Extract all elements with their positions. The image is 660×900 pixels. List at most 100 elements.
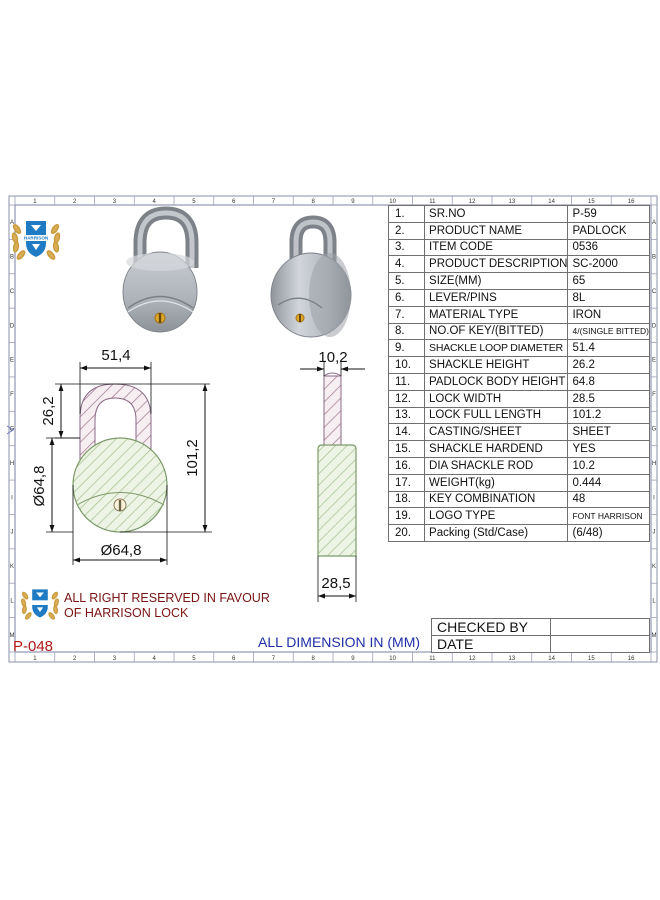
date-label: DATE <box>431 635 551 653</box>
row-label: I <box>653 495 655 501</box>
spec-number: 10. <box>387 356 426 374</box>
column-label: 14 <box>548 656 555 662</box>
signoff-table: CHECKED BY DATE <box>431 618 650 653</box>
spec-name: LOGO TYPE <box>424 507 569 526</box>
body-side-section <box>317 444 357 557</box>
spec-value: PADLOCK <box>567 221 650 240</box>
rights-line-2: OF HARRISON LOCK <box>64 606 189 620</box>
column-label: 5 <box>192 199 196 205</box>
spec-number: 20. <box>387 524 426 542</box>
column-label: 7 <box>272 656 276 662</box>
spec-name: ITEM CODE <box>424 238 569 257</box>
spec-row: 20.Packing (Std/Case)(6/48) <box>387 524 650 542</box>
spec-row: 8.NO.OF KEY/(BITTED)4/(SINGLE BITTED) <box>387 322 650 341</box>
row-label: M <box>10 633 15 639</box>
spec-name: DIA SHACKLE ROD <box>424 456 569 475</box>
front-view-drawing: 51,4 26,2 Ø64,8 101,2 Ø64,8 <box>31 347 212 565</box>
row-label: E <box>10 358 14 364</box>
rights-notice: ALL RIGHT RESERVED IN FAVOUR OF HARRISON… <box>64 591 270 621</box>
spec-name: CASTING/SHEET <box>424 423 569 442</box>
spec-number: 6. <box>387 288 426 307</box>
spec-name: PRODUCT NAME <box>424 221 569 240</box>
row-label: M <box>652 633 657 639</box>
row-label: G <box>652 427 657 433</box>
spec-name: SHACKLE HEIGHT <box>424 356 569 374</box>
spec-value: 51.4 <box>567 339 650 358</box>
row-label: K <box>10 564 14 570</box>
column-label: 2 <box>73 199 77 205</box>
spec-name: PADLOCK BODY HEIGHT <box>424 372 569 391</box>
spec-name: LEVER/PINS <box>424 288 569 307</box>
spec-value: (6/48) <box>567 524 650 542</box>
checked-by-label: CHECKED BY <box>431 618 551 636</box>
side-view-drawing: 10,2 28,5 <box>300 349 365 602</box>
body-section <box>72 437 168 533</box>
row-label: B <box>652 255 656 261</box>
spec-number: 12. <box>387 389 426 408</box>
padlock-render-front <box>122 206 199 333</box>
row-label: J <box>11 530 14 536</box>
spec-name: SR.NO <box>424 205 569 223</box>
spec-value: 0.444 <box>567 473 650 492</box>
units-note: ALL DIMENSION IN (MM) <box>258 634 421 650</box>
row-label: B <box>10 255 14 261</box>
dim-lock-width: 28,5 <box>321 575 350 592</box>
column-label: 15 <box>588 656 595 662</box>
row-label: K <box>652 564 656 570</box>
spec-value: SC-2000 <box>567 255 650 274</box>
column-label: 9 <box>351 656 355 662</box>
spec-number: 3. <box>387 238 426 257</box>
spec-value: 4/(SINGLE BITTED) <box>567 322 650 341</box>
spec-number: 13. <box>387 406 426 425</box>
column-label: 3 <box>113 199 117 205</box>
spec-name: SIZE(MM) <box>424 272 569 290</box>
spec-value: IRON <box>567 305 650 324</box>
row-label: D <box>10 323 15 329</box>
spec-value: 10.2 <box>567 456 650 475</box>
column-label: 4 <box>152 656 156 662</box>
column-label: 13 <box>509 199 516 205</box>
column-label: 16 <box>628 656 635 662</box>
spec-number: 5. <box>387 272 426 290</box>
spec-row: 17.WEIGHT(kg)0.444 <box>387 473 650 492</box>
row-label: I <box>11 495 13 501</box>
row-label: A <box>10 220 14 226</box>
spec-number: 8. <box>387 322 426 341</box>
row-label: L <box>10 598 14 604</box>
spec-name: LOCK WIDTH <box>424 389 569 408</box>
column-label: 4 <box>152 199 156 205</box>
rights-line-1: ALL RIGHT RESERVED IN FAVOUR <box>64 591 270 605</box>
dim-shackle-height: 26,2 <box>40 396 57 425</box>
column-label: 6 <box>232 199 236 205</box>
spec-value: YES <box>567 440 650 458</box>
padlock-render-side <box>270 215 352 338</box>
spec-number: 18. <box>387 490 426 509</box>
spec-name: KEY COMBINATION <box>424 490 569 509</box>
dim-rod-diameter: 10,2 <box>318 349 347 366</box>
spec-number: 15. <box>387 440 426 458</box>
column-label: 9 <box>351 199 355 205</box>
column-label: 6 <box>232 656 236 662</box>
column-label: 5 <box>192 656 196 662</box>
row-label: C <box>10 289 15 295</box>
svg-text:HARRISON: HARRISON <box>24 236 49 241</box>
column-label: 12 <box>469 656 476 662</box>
row-label: H <box>10 461 14 467</box>
column-label: 11 <box>429 199 436 205</box>
checked-by-field <box>550 618 650 636</box>
spec-value: FONT HARRISON <box>567 507 650 526</box>
column-label: 8 <box>311 656 315 662</box>
spec-name: SHACKLE LOOP DIAMETER <box>424 339 569 358</box>
